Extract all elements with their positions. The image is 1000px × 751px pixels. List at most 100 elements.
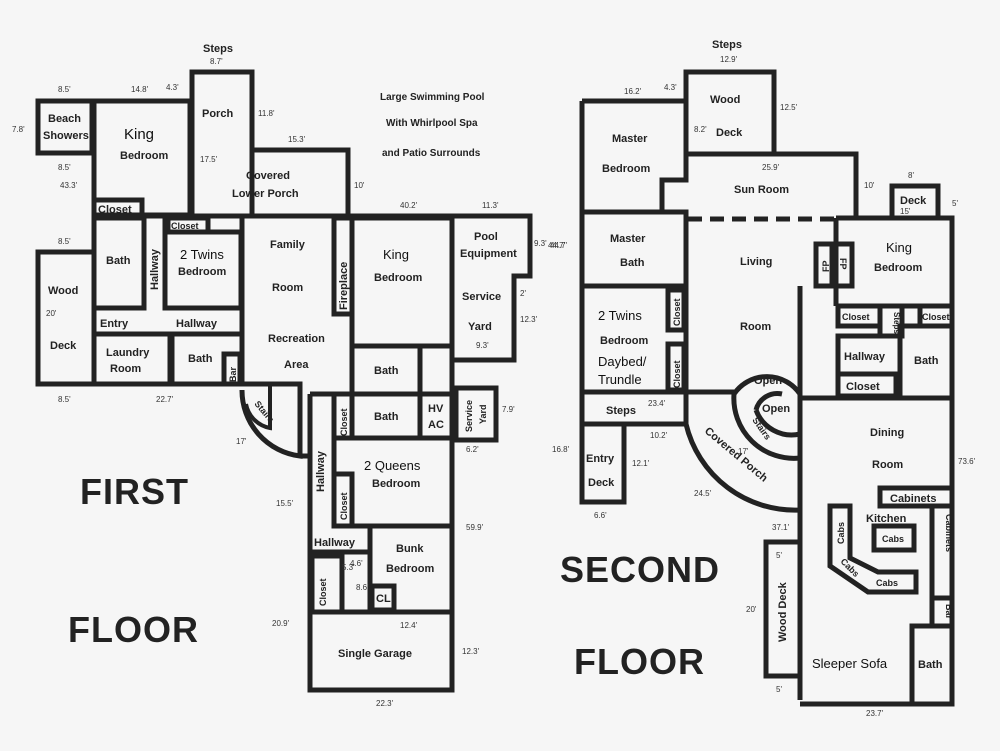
label-bunk-1: Bunk bbox=[396, 543, 424, 555]
label-bath-left: Bath bbox=[106, 255, 131, 267]
label-closet-right: Closet bbox=[339, 408, 349, 436]
dim: 22.7' bbox=[156, 395, 174, 404]
dim: 4.3' bbox=[664, 83, 677, 92]
dim: 24.5' bbox=[694, 489, 712, 498]
label-bar: Bar bbox=[228, 366, 238, 382]
label-beach-showers-2: Showers bbox=[43, 130, 89, 142]
dim: 15' bbox=[900, 207, 911, 216]
label-fp-1: FP bbox=[821, 260, 831, 272]
label-pool-3: Service bbox=[462, 291, 501, 303]
label-dining-2: Room bbox=[872, 459, 903, 471]
dim: 15.3' bbox=[288, 135, 306, 144]
dim: 8.6' bbox=[356, 583, 369, 592]
label-wood-deck-2b: Deck bbox=[716, 127, 743, 139]
label-entry: Entry bbox=[100, 318, 129, 330]
second-floor-title-line1: SECOND bbox=[560, 549, 720, 590]
dim: 17.5' bbox=[200, 155, 218, 164]
label-closet-top: Closet bbox=[98, 204, 132, 216]
label-wood-deck-lower: Wood Deck bbox=[777, 581, 789, 642]
label-master-bath-1: Master bbox=[610, 233, 646, 245]
dim: 59.9' bbox=[466, 523, 484, 532]
second-floor-walls bbox=[579, 69, 955, 707]
label-closet-queens: Closet bbox=[339, 492, 349, 520]
dim: 5' bbox=[952, 199, 958, 208]
label-master-bath-2: Bath bbox=[620, 257, 645, 269]
pool-note-line1: Large Swimming Pool bbox=[380, 92, 485, 103]
label-steps-2: Steps bbox=[712, 39, 742, 51]
label-closet-b: Closet bbox=[922, 312, 950, 322]
label-bath-2f: Bath bbox=[914, 355, 939, 367]
label-pool-1: Pool bbox=[474, 231, 498, 243]
dim: 12.3' bbox=[462, 647, 480, 656]
dim: 7.9' bbox=[502, 405, 515, 414]
dim: 15.5' bbox=[276, 499, 294, 508]
dim: 6.6' bbox=[594, 511, 607, 520]
label-wood-deck-2: Deck bbox=[50, 340, 77, 352]
label-king-2f-1: King bbox=[886, 240, 912, 255]
label-cabs-left: Cabs bbox=[836, 522, 846, 544]
label-covered-1: Covered bbox=[246, 170, 290, 182]
label-bath-right-upper: Bath bbox=[374, 365, 399, 377]
label-closet-c: Closet bbox=[846, 381, 880, 393]
label-twins-2: Bedroom bbox=[178, 266, 227, 278]
first-floor-labels: Steps Beach Showers King Bedroom Porch C… bbox=[43, 43, 517, 660]
label-cl: CL bbox=[376, 593, 391, 605]
label-recreation-1: Recreation bbox=[268, 333, 325, 345]
dim: 7.8' bbox=[12, 125, 25, 134]
dim: 17' bbox=[738, 447, 749, 456]
label-twins-1: 2 Twins bbox=[180, 247, 224, 262]
label-daybed-1: Daybed/ bbox=[598, 354, 647, 369]
dim: 23.4' bbox=[648, 399, 666, 408]
label-hallway-lower: Hallway bbox=[315, 450, 327, 492]
pool-note-line2: With Whirlpool Spa bbox=[386, 118, 478, 129]
label-room: Room bbox=[740, 321, 771, 333]
first-floor-title-line1: FIRST bbox=[80, 471, 189, 512]
pool-note-line3: and Patio Surrounds bbox=[382, 148, 481, 159]
dim: 16.2' bbox=[624, 87, 642, 96]
label-pool-4: Yard bbox=[468, 321, 492, 333]
label-steps: Steps bbox=[203, 43, 233, 55]
label-bath-mid: Bath bbox=[188, 353, 213, 365]
dim: 10' bbox=[864, 181, 875, 190]
label-hvac-2: AC bbox=[428, 419, 444, 431]
dim: 8.5' bbox=[58, 395, 71, 404]
dim: 4.3' bbox=[166, 83, 179, 92]
dim: 14.8' bbox=[131, 85, 149, 94]
dim: 8.5' bbox=[58, 163, 71, 172]
label-closet-twins-2f: Closet bbox=[672, 298, 682, 326]
dim: 9.3' bbox=[476, 341, 489, 350]
dim: 2' bbox=[520, 289, 526, 298]
dim: 11.8' bbox=[258, 109, 275, 118]
dim: 8.5' bbox=[58, 237, 71, 246]
label-cabinets-top: Cabinets bbox=[890, 493, 936, 505]
first-floor-title-line2: FLOOR bbox=[68, 609, 199, 650]
dim: 8.5' bbox=[58, 85, 71, 94]
dim: 25.9' bbox=[762, 163, 780, 172]
label-deck-small: Deck bbox=[900, 195, 927, 207]
dim: 12.1' bbox=[632, 459, 650, 468]
label-dining-1: Dining bbox=[870, 427, 904, 439]
label-entry-2f-2: Deck bbox=[588, 477, 615, 489]
dim: 12.5' bbox=[780, 103, 798, 112]
label-sleeper-sofa: Sleeper Sofa bbox=[812, 656, 888, 671]
label-family-1: Family bbox=[270, 239, 306, 251]
dim: 16.8' bbox=[552, 445, 570, 454]
dim: 12.4' bbox=[400, 621, 418, 630]
dim: 10' bbox=[354, 181, 365, 190]
dim: 12.9' bbox=[720, 55, 738, 64]
dim: 10.2' bbox=[650, 431, 668, 440]
label-open-2: Open bbox=[762, 403, 790, 415]
second-floor-dimensions: 12.9' 16.2' 4.3' 12.5' 8.2' 25.9' 8' 10'… bbox=[548, 55, 976, 718]
label-steps-lower: Steps bbox=[606, 405, 636, 417]
label-cabinets-right: Cabinets bbox=[944, 514, 954, 552]
label-laundry-2: Room bbox=[110, 363, 141, 375]
label-open-1: Open bbox=[754, 375, 782, 387]
label-twins-2f-2: Bedroom bbox=[600, 335, 649, 347]
label-covered-2: Lower Porch bbox=[232, 188, 299, 200]
dim: 8.7' bbox=[210, 57, 223, 66]
label-king2-2: Bedroom bbox=[374, 272, 423, 284]
dim: 11.3' bbox=[482, 201, 499, 210]
label-porch: Porch bbox=[202, 108, 233, 120]
label-laundry-1: Laundry bbox=[106, 347, 150, 359]
dim: 40.2' bbox=[400, 201, 418, 210]
